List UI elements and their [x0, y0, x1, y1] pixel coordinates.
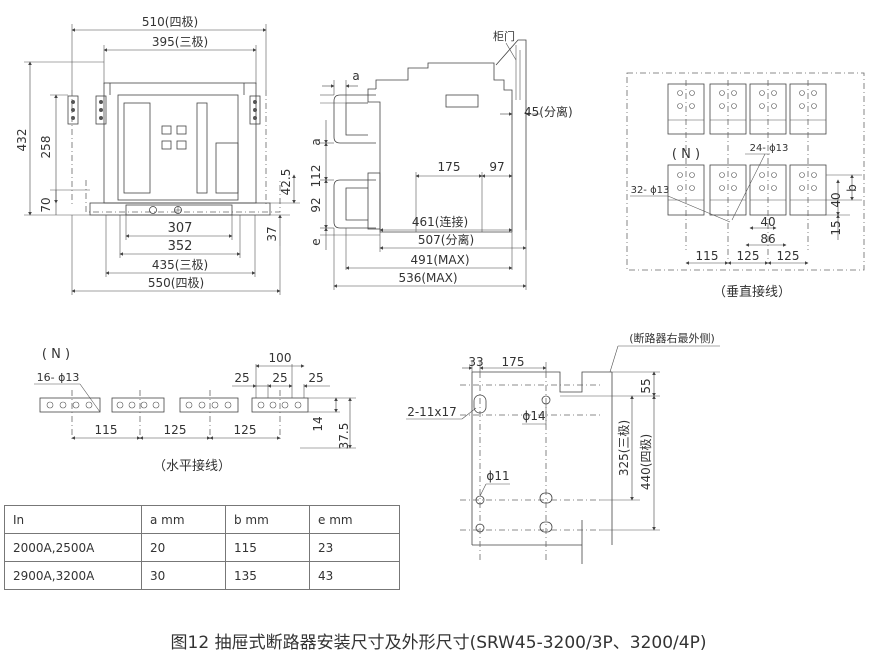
table-header-cell: e mm [309, 505, 400, 534]
dim-307: 307 [168, 221, 193, 236]
dim-510: 510(四极) [142, 15, 198, 29]
mounting-slot-label: 2-11x17 [407, 405, 457, 419]
dim-435: 435(三极) [152, 258, 208, 272]
side-dim-507: 507(分离) [418, 232, 474, 247]
side-dim-45: 45 [524, 105, 539, 119]
vertical-hole-left-label: 32- ϕ13 [631, 185, 670, 196]
horizontal-dim-25-c: 25 [308, 371, 323, 385]
mounting-dim-325: 325(三极) [617, 420, 631, 476]
side-dim-97: 97 [489, 160, 504, 174]
mounting-dim-55: 55 [639, 378, 653, 393]
mounting-view: (断路器右最外侧) 33 175 55 325(三极) 440(四极) [406, 331, 720, 564]
front-view: 510(四极) 395(三极) [15, 15, 300, 295]
side-dim-536: 536(MAX) [398, 271, 457, 285]
side-dim-a-left: a [309, 138, 323, 145]
horizontal-wiring-caption: （水平接线） [153, 458, 231, 474]
table-cell: 2000A,2500A [4, 533, 142, 562]
side-dim-e: e [309, 238, 323, 245]
table-cell: 43 [309, 561, 400, 590]
table-cell: 135 [225, 561, 310, 590]
side-dim-45-note: (分离) [539, 104, 572, 119]
mounting-dim-33: 33 [468, 355, 483, 369]
vertical-wiring-caption: （垂直接线） [713, 284, 791, 300]
horizontal-dim-25-a: 25 [234, 371, 249, 385]
vertical-dim-15: 15 [829, 220, 843, 235]
svg-text:45(分离): 45(分离) [524, 104, 573, 119]
dim-550: 550(四极) [148, 276, 204, 290]
vertical-dim-b: b [845, 184, 859, 192]
horizontal-dim-25-b: 25 [272, 371, 287, 385]
dim-258: 258 [39, 136, 53, 159]
vertical-dim-125-a: 125 [737, 249, 760, 263]
horizontal-neutral-label: ( N ) [42, 347, 70, 362]
spec-table: In a mm b mm e mm 2000A,2500A 20 115 23 … [4, 505, 400, 590]
horizontal-wiring-view: ( N ) 16- ϕ13 100 25 25 25 115 [34, 347, 356, 474]
cabinet-door-label: 柜门 [493, 29, 515, 43]
vertical-dim-115: 115 [696, 249, 719, 263]
table-header-cell: b mm [225, 505, 310, 534]
dim-42-5: 42.5 [279, 169, 293, 196]
side-dim-175: 175 [438, 160, 461, 174]
side-dim-112: 112 [309, 165, 323, 188]
table-row: 2000A,2500A 20 115 23 [4, 533, 400, 562]
table-cell: 2900A,3200A [4, 561, 142, 590]
horizontal-dim-37-5: 37.5 [337, 423, 351, 450]
table-header-row: In a mm b mm e mm [4, 505, 400, 534]
vertical-wiring-view: ( N ) 24- ϕ13 32- ϕ13 b 40 15 40 86 115 … [626, 72, 865, 300]
horizontal-holes-label: 16- ϕ13 [37, 371, 80, 384]
horizontal-dim-125-a: 125 [164, 423, 187, 437]
vertical-dim-40: 40 [760, 215, 775, 229]
vertical-hole-top-label: 24- ϕ13 [750, 143, 789, 154]
figure-caption: 图12 抽屉式断路器安装尺寸及外形尺寸(SRW45-3200/3P、3200/4… [170, 633, 707, 653]
table-row: 2900A,3200A 30 135 43 [4, 561, 400, 590]
dim-37: 37 [265, 226, 279, 241]
horizontal-dim-14: 14 [311, 416, 325, 431]
dim-395: 395(三极) [152, 35, 208, 49]
vertical-dim-125-b: 125 [777, 249, 800, 263]
dim-70: 70 [39, 197, 53, 212]
side-dim-92: 92 [309, 197, 323, 212]
table-cell: 20 [141, 533, 226, 562]
table-cell: 23 [309, 533, 400, 562]
side-dim-461: 461(连接) [412, 214, 468, 229]
vertical-dim-86: 86 [760, 232, 775, 246]
table-header-cell: In [4, 505, 142, 534]
side-dim-a-top: a [352, 69, 359, 83]
side-view: 柜门 a 45(分离) a 112 92 e [309, 29, 573, 290]
mounting-hole-14: ϕ14 [522, 409, 545, 423]
horizontal-dim-100: 100 [269, 351, 292, 365]
horizontal-dim-115: 115 [95, 423, 118, 437]
table-cell: 115 [225, 533, 310, 562]
mounting-dim-440: 440(四极) [639, 434, 653, 490]
dim-352: 352 [168, 239, 193, 254]
dim-432: 432 [15, 129, 29, 152]
horizontal-dim-125-b: 125 [234, 423, 257, 437]
mounting-note: (断路器右最外侧) [629, 331, 715, 345]
table-header-cell: a mm [141, 505, 226, 534]
vertical-dim-40-side: 40 [829, 192, 843, 207]
mounting-dim-175: 175 [502, 355, 525, 369]
vertical-neutral-label: ( N ) [672, 147, 700, 162]
table-cell: 30 [141, 561, 226, 590]
side-dim-491: 491(MAX) [410, 253, 469, 267]
mounting-hole-11: ϕ11 [486, 469, 509, 483]
